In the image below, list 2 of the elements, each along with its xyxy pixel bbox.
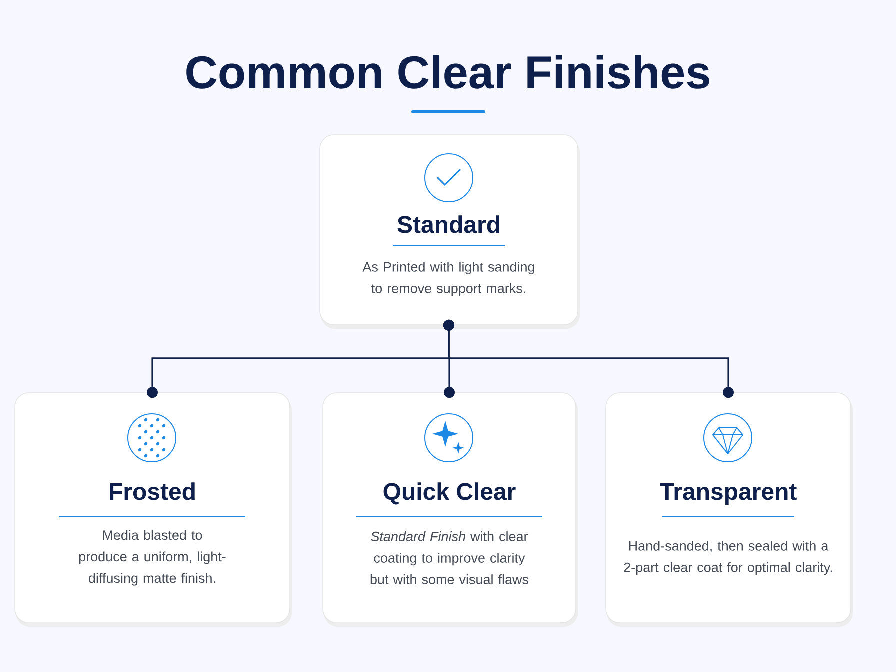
title: Common Clear Finishes xyxy=(186,55,710,89)
connector xyxy=(444,320,734,398)
